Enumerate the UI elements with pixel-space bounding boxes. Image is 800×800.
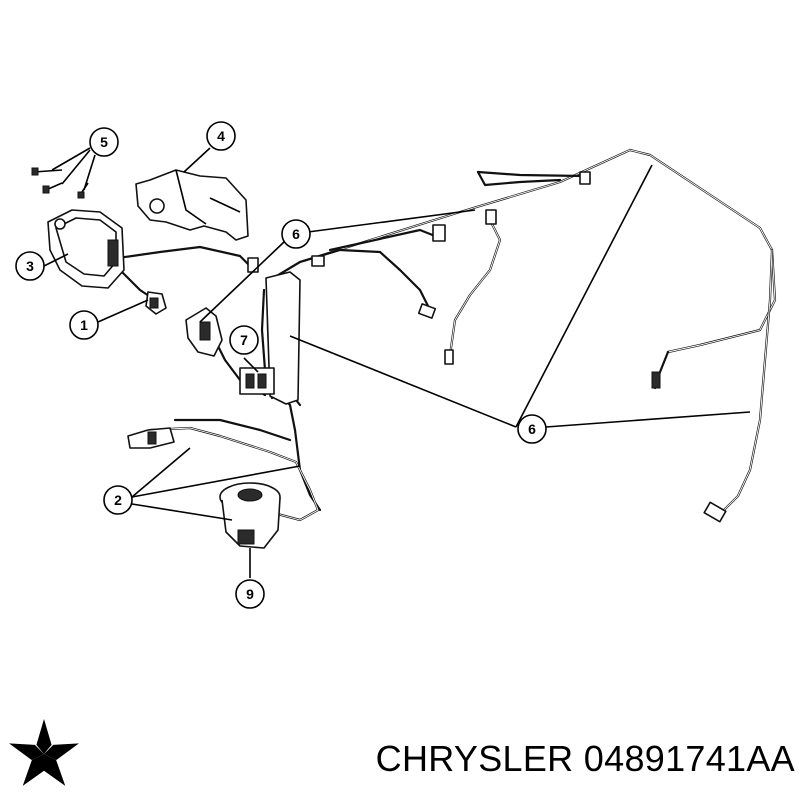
callout-7-label: 7	[240, 332, 248, 348]
callout-9: 9	[235, 579, 265, 609]
callout-2-label: 2	[114, 492, 122, 508]
callout-1: 1	[69, 310, 99, 340]
callout-7: 7	[229, 325, 259, 355]
callout-6-upper-label: 6	[292, 226, 300, 242]
callout-2: 2	[103, 485, 133, 515]
connector-part-2	[127, 427, 175, 449]
callout-5-label: 5	[100, 134, 108, 150]
connector-part-1	[145, 291, 167, 315]
connectors-right	[247, 171, 727, 523]
part-number: 04891741AA	[583, 738, 795, 779]
callout-6-lower-label: 6	[528, 421, 536, 437]
leader-lines	[43, 147, 751, 578]
part-caption: CHRYSLER 04891741AA	[300, 738, 795, 780]
module-part-3	[47, 209, 125, 289]
callout-4-label: 4	[217, 128, 225, 144]
callout-6-upper: 6	[281, 219, 311, 249]
connector-part-7	[239, 367, 275, 395]
pump-part-9	[219, 482, 281, 549]
bracket-part-4	[135, 169, 249, 241]
bolts-part-5	[31, 167, 89, 199]
callout-9-label: 9	[246, 586, 254, 602]
callout-6-lower: 6	[517, 414, 547, 444]
pentastar-icon	[9, 719, 79, 786]
callout-3-label: 3	[26, 258, 34, 274]
callout-3: 3	[15, 251, 45, 281]
callout-5: 5	[89, 127, 119, 157]
callout-4: 4	[206, 121, 236, 151]
callout-1-label: 1	[80, 317, 88, 333]
brand-name: CHRYSLER	[375, 738, 574, 779]
